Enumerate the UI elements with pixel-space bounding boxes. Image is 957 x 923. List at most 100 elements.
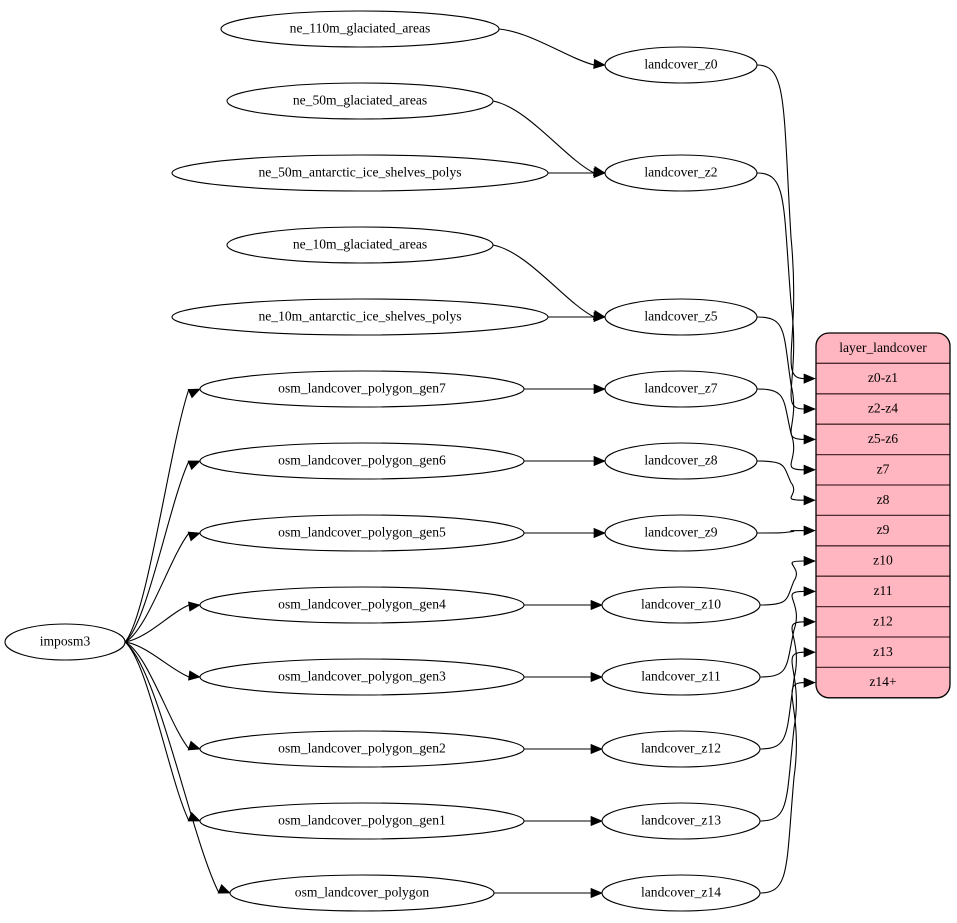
node-osm_landcover_polygon_gen1[interactable]: osm_landcover_polygon_gen1 — [199, 802, 525, 840]
arrowhead — [803, 403, 816, 415]
arrowhead — [590, 887, 603, 899]
edge-imposm3-to-osm_landcover_polygon_gen1 — [124, 641, 201, 822]
edge-landcover_z8-to-layer_landcover-z8 — [756, 460, 816, 506]
node-shape — [226, 82, 494, 120]
arrowhead — [188, 670, 201, 681]
table-row-z7[interactable]: z7 — [877, 461, 890, 476]
arrowhead — [187, 460, 201, 471]
edge-path — [124, 641, 190, 678]
table-row-z2-z4[interactable]: z2-z4 — [868, 401, 898, 416]
edge-osm_landcover_polygon_gen5-to-landcover_z9 — [524, 527, 606, 539]
node-landcover_z8[interactable]: landcover_z8 — [604, 442, 758, 480]
node-landcover_z0[interactable]: landcover_z0 — [604, 46, 758, 84]
node-shape — [199, 658, 525, 696]
node-label: landcover_z14 — [641, 885, 721, 900]
edge-landcover_z12-to-layer_landcover-z12 — [759, 616, 816, 750]
edge-path — [756, 316, 805, 440]
node-shape — [220, 10, 500, 48]
node-landcover_z5[interactable]: landcover_z5 — [604, 298, 758, 336]
edge-imposm3-to-osm_landcover_polygon — [124, 641, 231, 894]
node-label: osm_landcover_polygon_gen3 — [278, 669, 446, 684]
edge-landcover_z0-to-layer_landcover-z0-z1 — [756, 64, 816, 384]
table-row-z5-z6[interactable]: z5-z6 — [868, 431, 898, 446]
node-label: ne_50m_antarctic_ice_shelves_polys — [258, 165, 461, 180]
arrowhead — [593, 455, 606, 467]
node-landcover_z2[interactable]: landcover_z2 — [604, 154, 758, 192]
node-osm_landcover_polygon_gen4[interactable]: osm_landcover_polygon_gen4 — [199, 586, 525, 624]
node-osm_landcover_polygon_gen5[interactable]: osm_landcover_polygon_gen5 — [199, 514, 525, 552]
edge-path — [756, 460, 805, 501]
arrowhead — [187, 811, 201, 822]
node-osm_landcover_polygon_gen2[interactable]: osm_landcover_polygon_gen2 — [199, 730, 525, 768]
node-landcover_z7[interactable]: landcover_z7 — [604, 370, 758, 408]
table-row-z12[interactable]: z12 — [873, 613, 893, 628]
edge-path — [759, 682, 805, 894]
edge-path — [492, 100, 595, 174]
table-row-z13[interactable]: z13 — [873, 644, 893, 659]
edge-imposm3-to-osm_landcover_polygon_gen4 — [124, 601, 201, 643]
node-shape — [601, 586, 761, 624]
node-ne_10m_glaciated_areas[interactable]: ne_10m_glaciated_areas — [226, 226, 494, 264]
node-ne_50m_antarctic_ice_shelves_polys[interactable]: ne_50m_antarctic_ice_shelves_polys — [171, 154, 549, 192]
node-landcover_z13[interactable]: landcover_z13 — [601, 802, 761, 840]
node-osm_landcover_polygon[interactable]: osm_landcover_polygon — [229, 874, 495, 912]
edge-path — [756, 530, 805, 534]
node-shape — [604, 154, 758, 192]
edge-path — [756, 388, 805, 471]
node-shape — [4, 623, 126, 661]
edge-imposm3-to-osm_landcover_polygon_gen5 — [124, 531, 201, 643]
node-label: osm_landcover_polygon_gen7 — [278, 381, 446, 396]
layer-landcover-node[interactable] — [816, 333, 950, 698]
node-landcover_z9[interactable]: landcover_z9 — [604, 514, 758, 552]
node-osm_landcover_polygon_gen6[interactable]: osm_landcover_polygon_gen6 — [199, 442, 525, 480]
node-landcover_z10[interactable]: landcover_z10 — [601, 586, 761, 624]
table-row-z8[interactable]: z8 — [877, 492, 890, 507]
node-label: landcover_z9 — [644, 525, 717, 540]
node-label: landcover_z7 — [644, 381, 717, 396]
node-shape — [171, 298, 549, 336]
arrowhead — [593, 311, 606, 323]
table-row-z14plus[interactable]: z14+ — [869, 674, 896, 689]
edge-osm_landcover_polygon_gen3-to-landcover_z11 — [524, 671, 603, 683]
edge-path — [759, 621, 805, 750]
node-label: ne_50m_glaciated_areas — [293, 93, 427, 108]
node-shape — [604, 46, 758, 84]
edge-path — [756, 64, 805, 380]
table-row-z11[interactable]: z11 — [873, 583, 892, 598]
arrowhead — [803, 647, 816, 658]
node-label: landcover_z13 — [641, 813, 721, 828]
node-ne_10m_antarctic_ice_shelves_polys[interactable]: ne_10m_antarctic_ice_shelves_polys — [171, 298, 549, 336]
table-row-z10[interactable]: z10 — [873, 553, 893, 568]
node-label: landcover_z0 — [644, 57, 717, 72]
edge-osm_landcover_polygon_gen7-to-landcover_z7 — [524, 383, 606, 395]
node-osm_landcover_polygon_gen3[interactable]: osm_landcover_polygon_gen3 — [199, 658, 525, 696]
node-label: landcover_z11 — [641, 669, 721, 684]
node-shape — [199, 370, 525, 408]
node-landcover_z12[interactable]: landcover_z12 — [601, 730, 761, 768]
table-outline — [815, 332, 951, 699]
arrowhead — [803, 616, 816, 627]
node-ne_50m_glaciated_areas[interactable]: ne_50m_glaciated_areas — [226, 82, 494, 120]
node-imposm3[interactable]: imposm3 — [4, 623, 126, 661]
node-shape — [604, 442, 758, 480]
node-shape — [199, 442, 525, 480]
edge-path — [124, 604, 190, 643]
arrowhead — [593, 58, 606, 70]
node-landcover_z11[interactable]: landcover_z11 — [601, 658, 761, 696]
node-shape — [601, 802, 761, 840]
node-osm_landcover_polygon_gen7[interactable]: osm_landcover_polygon_gen7 — [199, 370, 525, 408]
layer-landcover-table: layer_landcoverz0-z1z2-z4z5-z6z7z8z9z10z… — [815, 332, 951, 699]
node-shape — [199, 514, 525, 552]
edge-path — [124, 641, 190, 750]
node-label: landcover_z10 — [641, 597, 721, 612]
edge-osm_landcover_polygon-to-landcover_z14 — [494, 887, 603, 899]
table-row-z9[interactable]: z9 — [877, 522, 890, 537]
node-ne_110m_glaciated_areas[interactable]: ne_110m_glaciated_areas — [220, 10, 500, 48]
node-label: imposm3 — [40, 634, 91, 649]
edge-landcover_z7-to-layer_landcover-z7 — [756, 388, 816, 475]
table-row-z0-z1[interactable]: z0-z1 — [868, 370, 898, 385]
arrowhead — [188, 601, 201, 612]
node-landcover_z14[interactable]: landcover_z14 — [601, 874, 761, 912]
node-shape — [171, 154, 549, 192]
node-label: ne_110m_glaciated_areas — [290, 21, 431, 36]
